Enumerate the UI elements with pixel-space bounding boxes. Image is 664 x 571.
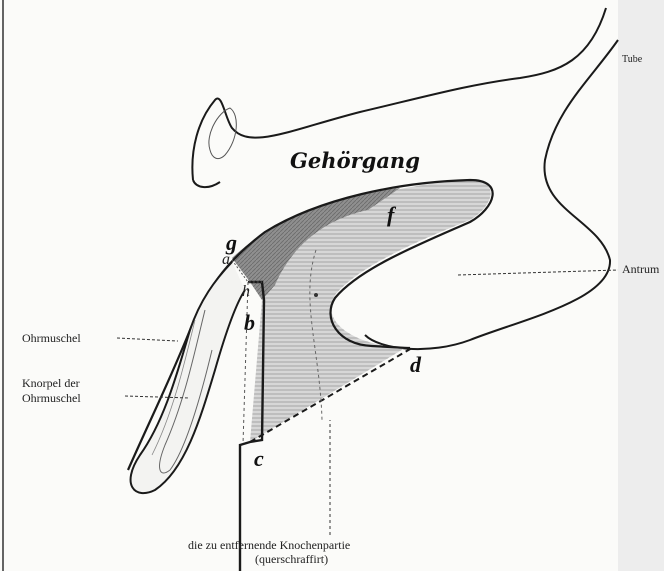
marker-dot <box>314 293 318 297</box>
point-g: g <box>225 230 237 255</box>
upper-bone-tip <box>193 180 220 187</box>
label-ohrmuschel: Ohrmuschel <box>22 331 81 345</box>
caption-line-1: die zu entfernende Knochenpartie <box>188 538 350 552</box>
upper-cavity-outline <box>209 108 236 159</box>
title-gehoergang: Gehörgang <box>290 148 420 173</box>
page-edge-shade <box>618 0 664 571</box>
leader-ohrmuschel <box>117 338 178 341</box>
point-c: c <box>254 446 264 471</box>
point-d: d <box>410 352 422 377</box>
point-h: h <box>242 283 250 300</box>
label-tube: Tube <box>622 54 643 65</box>
leader-antrum <box>458 270 618 275</box>
dotted-guide-b <box>243 282 248 444</box>
point-b: b <box>244 310 255 335</box>
caption-line-2: (querschraffirt) <box>255 552 328 566</box>
label-knorpel-2: Ohrmuschel <box>22 391 81 405</box>
label-knorpel-1: Knorpel der <box>22 376 80 390</box>
label-antrum: Antrum <box>622 262 660 276</box>
